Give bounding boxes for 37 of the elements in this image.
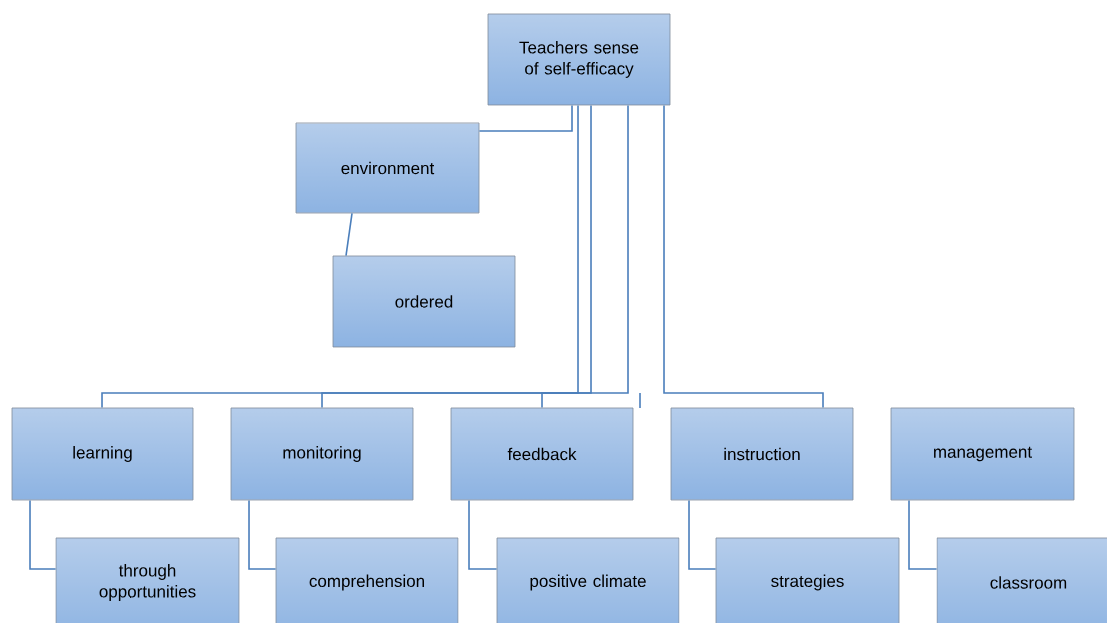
concept-box xyxy=(275,537,459,623)
connector-line xyxy=(688,499,717,570)
box-label: feedback xyxy=(507,447,577,461)
concept-box xyxy=(890,407,1075,501)
concept-box xyxy=(936,537,1107,623)
connector-line xyxy=(541,104,629,409)
box-label: comprehension xyxy=(309,574,424,591)
connector-line xyxy=(248,499,277,570)
box-label: learning xyxy=(73,446,132,462)
connector-line xyxy=(908,499,938,570)
connector-line xyxy=(321,104,592,409)
box-label: management xyxy=(934,446,1032,462)
concept-box xyxy=(715,537,900,623)
concept-box xyxy=(11,407,194,501)
connector-line xyxy=(468,499,498,570)
concept-box xyxy=(450,407,634,501)
connector-line xyxy=(29,499,57,570)
connector-line xyxy=(478,104,573,132)
concept-box xyxy=(55,537,240,623)
box-label: environment xyxy=(341,161,435,175)
box-label: positive climate xyxy=(530,574,646,591)
box-label: classroom xyxy=(990,576,1067,589)
box-label: through opportunities xyxy=(99,564,196,601)
concept-box xyxy=(487,13,671,106)
box-label: monitoring xyxy=(283,446,361,462)
box-label: Teachers sense of self-efficacy xyxy=(519,41,639,78)
connector-line xyxy=(663,104,824,409)
box-label: strategies xyxy=(771,574,844,591)
concept-box xyxy=(496,537,680,623)
concept-box xyxy=(230,407,414,501)
concept-box xyxy=(670,407,854,501)
concept-box xyxy=(332,255,516,348)
concept-box xyxy=(295,122,480,214)
box-label: instruction xyxy=(724,447,800,461)
connector-line xyxy=(345,212,353,257)
box-label: ordered xyxy=(395,295,453,308)
connector-line xyxy=(101,104,579,409)
